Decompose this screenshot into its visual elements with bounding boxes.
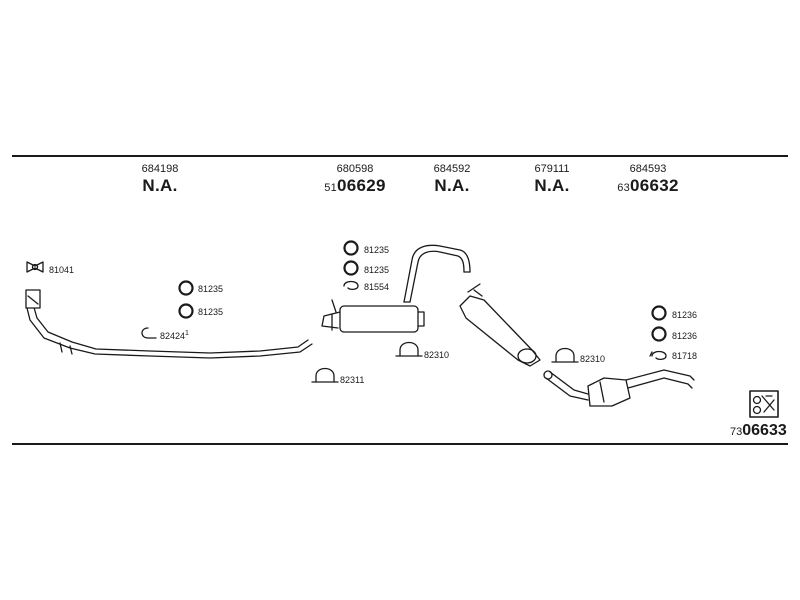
clamp-part [311, 367, 339, 383]
part-label: 81235 [198, 307, 224, 317]
gasket-part [26, 261, 44, 273]
hook-icon [141, 327, 157, 339]
part-label: 81235 [198, 284, 224, 294]
clip-icon [649, 350, 667, 360]
part-number: 684198 [141, 163, 179, 175]
clamp-part [395, 341, 423, 357]
ring-icon [178, 303, 194, 319]
ring-icon [343, 240, 359, 256]
front-silencer-part [321, 299, 425, 333]
part-number: 684592 [433, 163, 471, 175]
part-number: 684593 [629, 163, 667, 175]
ring-icon [343, 260, 359, 276]
ring-icon [651, 326, 667, 342]
part-number: 680598 [336, 163, 374, 175]
header-column-3: 684592 N.A. [397, 162, 507, 198]
code-prefix: 51 [324, 182, 338, 194]
part-code: N.A. [534, 176, 570, 195]
part-label: 81236 [672, 310, 698, 320]
header-column-2: 680598 5106629 [300, 162, 410, 198]
part-label: 81041 [49, 265, 75, 275]
part-label: 81554 [364, 282, 390, 292]
u-bend-pipe-part [403, 244, 471, 303]
part-label: 824241 [160, 330, 189, 341]
part-code: N.A. [142, 176, 178, 195]
code-prefix: 63 [617, 182, 631, 194]
top-rule [12, 155, 788, 157]
part-label: 81235 [364, 245, 390, 255]
rear-silencer-part [459, 283, 541, 367]
diagram-code: 7306633 [730, 422, 787, 440]
part-label: 82311 [340, 375, 365, 385]
header-column-1: 684198 N.A. [105, 162, 215, 198]
part-code: N.A. [434, 176, 470, 195]
clamp-part [551, 347, 579, 363]
part-number: 679111 [534, 163, 570, 175]
front-pipe-part [25, 289, 313, 359]
code-prefix: 73 [730, 426, 743, 438]
part-label: 81236 [672, 331, 698, 341]
part-label: 82310 [580, 354, 606, 364]
part-code: 06629 [337, 176, 386, 195]
header-column-5: 684593 6306632 [593, 162, 703, 198]
ring-icon [651, 305, 667, 321]
part-code: 06632 [630, 176, 679, 195]
catalog-symbol-icon [749, 390, 779, 418]
part-label: 81718 [672, 351, 698, 361]
ring-icon [178, 280, 194, 296]
clip-icon [343, 280, 359, 290]
diagram-number: 06633 [742, 422, 787, 439]
bottom-rule [12, 443, 788, 445]
header-column-4: 679111 N.A. [497, 162, 607, 198]
part-label: 81235 [364, 265, 390, 275]
tail-silencer-part [543, 369, 695, 407]
part-label: 82310 [424, 350, 450, 360]
